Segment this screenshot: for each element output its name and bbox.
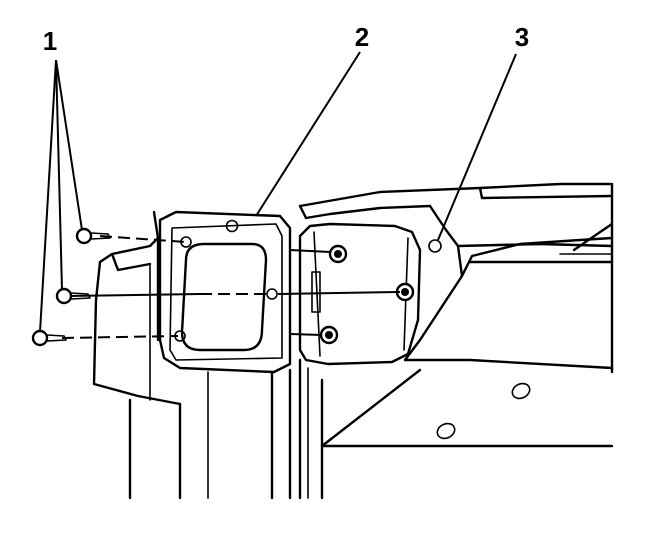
callout-1: 1: [43, 26, 57, 56]
screw-middle: [55, 287, 91, 305]
bracket-plate: [158, 210, 292, 374]
fastener-alignment-lines: [61, 235, 401, 339]
screw-bottom: [31, 329, 67, 347]
callout-2: 2: [355, 22, 369, 52]
vehicle-body-panel: [92, 182, 614, 500]
callout-labels: 1 2 3: [43, 22, 529, 56]
callout-3: 3: [515, 22, 529, 52]
callout-leaders: [39, 51, 517, 333]
screw-top: [75, 227, 111, 245]
